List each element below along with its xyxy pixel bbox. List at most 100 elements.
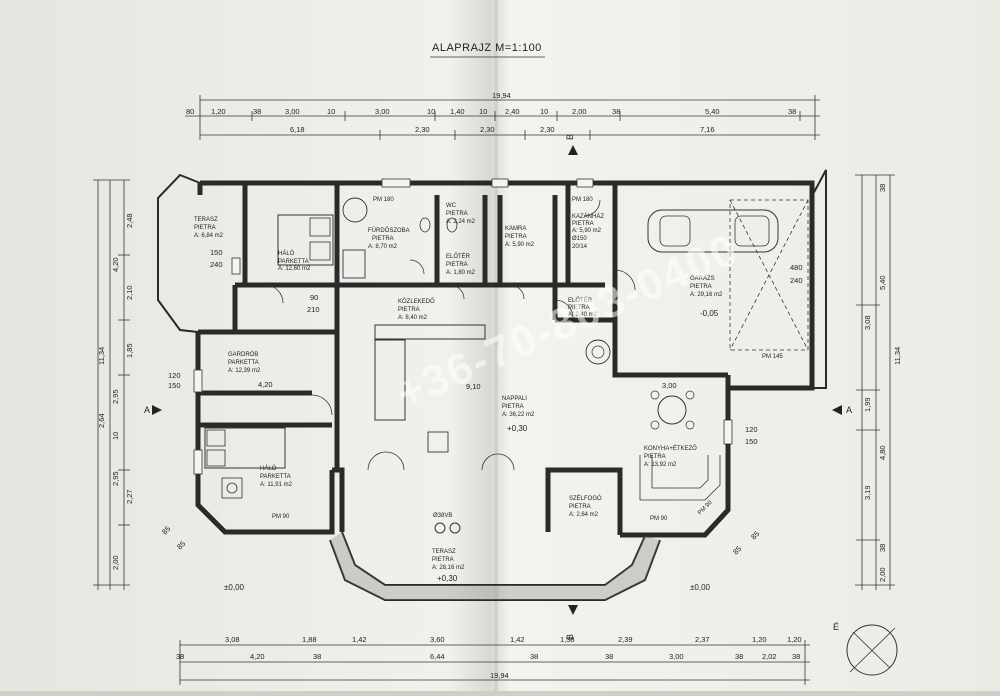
svg-text:A: 1,80 m2: A: 1,80 m2 bbox=[446, 270, 476, 276]
svg-text:1,20: 1,20 bbox=[752, 635, 767, 644]
pm90-note-b: PM 90 bbox=[650, 516, 668, 522]
svg-text:1,38: 1,38 bbox=[560, 635, 575, 644]
svg-text:PIETRA: PIETRA bbox=[502, 404, 524, 410]
room-konyha: KONYHA+ÉTKEZŐ PIETRA A: 13,92 m2 bbox=[644, 445, 697, 468]
svg-text:A: 2,64 m2: A: 2,64 m2 bbox=[569, 512, 599, 518]
svg-text:2,10: 2,10 bbox=[125, 285, 134, 300]
svg-text:6,18: 6,18 bbox=[290, 125, 305, 134]
fold-line bbox=[494, 0, 498, 691]
chimney-note: Ø150 bbox=[572, 236, 587, 242]
svg-text:3,00: 3,00 bbox=[669, 652, 684, 661]
svg-text:1,40: 1,40 bbox=[450, 107, 465, 116]
svg-text:A: 8,40 m2: A: 8,40 m2 bbox=[398, 315, 428, 321]
kitchen-dim: 3,00 bbox=[662, 381, 677, 390]
window-dim-150: 150 bbox=[210, 248, 223, 257]
svg-text:1,88: 1,88 bbox=[302, 635, 317, 644]
terrace-hatch bbox=[330, 532, 660, 600]
garage-door-lines bbox=[729, 199, 809, 351]
svg-text:4,80: 4,80 bbox=[878, 445, 887, 460]
window-dim-150-right: 150 bbox=[745, 437, 758, 446]
svg-text:B: B bbox=[565, 634, 575, 640]
svg-text:3,00: 3,00 bbox=[375, 107, 390, 116]
svg-text:1,99: 1,99 bbox=[863, 397, 872, 412]
top-dim-row-1: 80 1,20 38 3,00 10 3,00 10 1,40 10 2,40 … bbox=[186, 107, 796, 116]
room-kozlekedo: KÖZLEKEDŐ PIETRA A: 8,40 m2 bbox=[398, 298, 435, 321]
room-kazanhaz: KAZÁNHÁZ PIETRA A: 5,90 m2 bbox=[572, 213, 604, 234]
level-mark-terrace: +0,30 bbox=[437, 574, 458, 583]
garage-apron bbox=[811, 169, 827, 389]
svg-text:3,19: 3,19 bbox=[863, 485, 872, 500]
room-eloter-2: ELŐTÉR PIETRA A: 2,40 m2 bbox=[568, 297, 598, 318]
pm180-note-a: PM 180 bbox=[373, 197, 394, 203]
svg-text:HÁLÓ: HÁLÓ bbox=[278, 250, 295, 257]
svg-text:PIETRA: PIETRA bbox=[398, 307, 420, 313]
svg-text:3,08: 3,08 bbox=[863, 315, 872, 330]
svg-text:NAPPALI: NAPPALI bbox=[502, 396, 527, 402]
svg-text:38: 38 bbox=[792, 652, 800, 661]
svg-text:2,00: 2,00 bbox=[878, 567, 887, 582]
svg-text:2,00: 2,00 bbox=[111, 555, 120, 570]
svg-text:2,64: 2,64 bbox=[97, 413, 106, 428]
svg-text:11,34: 11,34 bbox=[97, 347, 106, 365]
svg-text:A: 28,16 m2: A: 28,16 m2 bbox=[432, 565, 465, 571]
plan-title: ALAPRAJZ M=1:100 bbox=[432, 42, 542, 54]
svg-text:GARÁZS: GARÁZS bbox=[690, 275, 715, 282]
svg-text:FÜRDŐSZOBA: FÜRDŐSZOBA bbox=[368, 227, 410, 234]
svg-text:A: A bbox=[144, 405, 150, 415]
svg-text:A: 12,39 m2: A: 12,39 m2 bbox=[228, 368, 261, 374]
plant bbox=[585, 339, 611, 365]
window-dim-120-right: 120 bbox=[745, 425, 758, 434]
svg-text:3,08: 3,08 bbox=[225, 635, 240, 644]
svg-text:A: 8,70 m2: A: 8,70 m2 bbox=[368, 244, 398, 250]
right-dim-labels: 38 5,40 3,08 1,99 4,80 3,19 38 2,00 11,3… bbox=[863, 184, 902, 582]
svg-text:PIETRA: PIETRA bbox=[505, 234, 527, 240]
pm180-note-b: PM 180 bbox=[572, 197, 593, 203]
svg-text:1,42: 1,42 bbox=[510, 635, 525, 644]
svg-text:KÖZLEKEDŐ: KÖZLEKEDŐ bbox=[398, 298, 435, 305]
svg-text:2,39: 2,39 bbox=[618, 635, 633, 644]
svg-text:80: 80 bbox=[186, 107, 194, 116]
svg-text:PIETRA: PIETRA bbox=[572, 221, 594, 227]
svg-text:PIETRA: PIETRA bbox=[446, 262, 468, 268]
section-b-bottom: B bbox=[565, 605, 578, 640]
svg-text:38: 38 bbox=[313, 652, 321, 661]
svg-text:38: 38 bbox=[788, 107, 796, 116]
svg-text:1,20: 1,20 bbox=[787, 635, 802, 644]
svg-text:HÁLÓ: HÁLÓ bbox=[260, 465, 277, 472]
svg-text:PARKETTA: PARKETTA bbox=[278, 259, 309, 265]
window-dim-240: 240 bbox=[210, 260, 223, 269]
svg-text:A: 6,84 m2: A: 6,84 m2 bbox=[194, 233, 224, 239]
bed-top bbox=[277, 214, 334, 266]
room-terasz-front: TERASZ PIETRA A: 28,16 m2 bbox=[432, 549, 465, 571]
svg-text:1,20: 1,20 bbox=[211, 107, 226, 116]
svg-text:4,20: 4,20 bbox=[250, 652, 265, 661]
left-dimension-chain bbox=[93, 179, 130, 590]
svg-text:PIETRA: PIETRA bbox=[568, 305, 590, 311]
svg-text:KONYHA+ÉTKEZŐ: KONYHA+ÉTKEZŐ bbox=[644, 445, 697, 452]
room-szelfogo: SZÉLFOGÓ PIETRA A: 2,64 m2 bbox=[569, 495, 602, 518]
svg-text:2,95: 2,95 bbox=[111, 389, 120, 404]
svg-text:KAZÁNHÁZ: KAZÁNHÁZ bbox=[572, 213, 604, 220]
svg-text:B: B bbox=[565, 134, 575, 140]
dining-table bbox=[650, 390, 695, 430]
vent-note: Ø38VB bbox=[433, 513, 452, 519]
svg-text:TERASZ: TERASZ bbox=[194, 217, 218, 223]
svg-text:10: 10 bbox=[427, 107, 435, 116]
desk-bottom bbox=[221, 477, 243, 499]
room-kamra: KAMRA PIETRA A: 5,90 m2 bbox=[505, 226, 535, 248]
svg-text:3,60: 3,60 bbox=[430, 635, 445, 644]
room-terasz-tl: TERASZ PIETRA A: 6,84 m2 bbox=[194, 217, 224, 239]
svg-text:11,34: 11,34 bbox=[893, 347, 902, 365]
room-halo-top: HÁLÓ PARKETTA A: 12,60 m2 bbox=[278, 250, 311, 272]
gardrob-dim: 4,20 bbox=[258, 380, 273, 389]
door-dim-90: 90 bbox=[310, 293, 318, 302]
living-dim: 9,10 bbox=[466, 382, 481, 391]
room-furdoszoba: FÜRDŐSZOBA PIETRA A: 8,70 m2 bbox=[368, 227, 410, 250]
bottom-total-dim: 19,94 bbox=[490, 671, 509, 680]
svg-text:2,00: 2,00 bbox=[572, 107, 587, 116]
svg-text:38: 38 bbox=[176, 652, 184, 661]
svg-text:2,30: 2,30 bbox=[480, 125, 495, 134]
svg-text:38: 38 bbox=[605, 652, 613, 661]
